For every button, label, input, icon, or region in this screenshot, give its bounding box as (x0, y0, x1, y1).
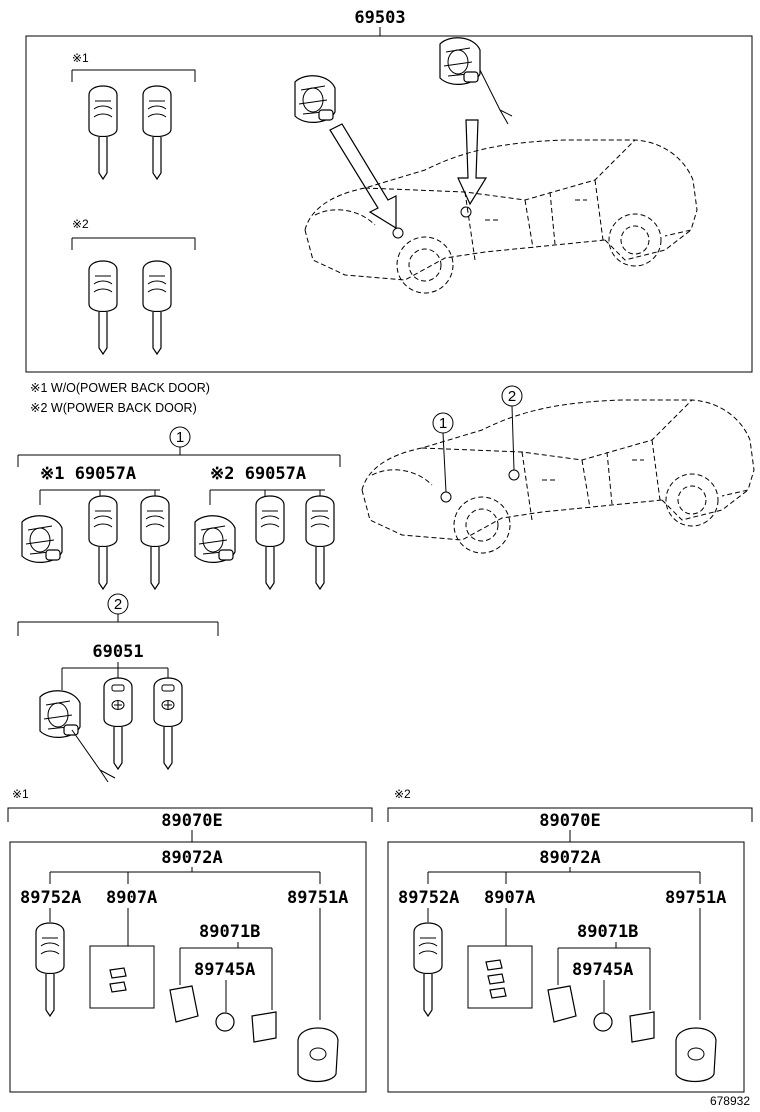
tx-right-battery-part (593, 1012, 613, 1032)
lock-set-3-cylinder (39, 690, 81, 739)
lock-set-1-key-2 (140, 495, 170, 590)
tx-right-group-mark: ※2 (394, 787, 411, 801)
lock-set-3-harness (71, 729, 116, 783)
tx-left-key-blank-part (35, 922, 65, 1017)
door-lock-cylinder (294, 75, 336, 124)
lock-set-2-label: ※2 69057A (210, 464, 306, 484)
arrow-to-door-lock (329, 123, 397, 230)
tx-left-group-mark: ※1 (12, 787, 29, 801)
tx-right-label-sheet-box (467, 945, 533, 1009)
tx-left-battery: 89745A (194, 960, 255, 980)
tx-right-case: 89071B (577, 922, 638, 942)
tx-right-key-head: 89751A (665, 888, 726, 908)
assembly-number: 69503 (354, 8, 405, 28)
tx-right-case-part (547, 985, 577, 1023)
group1-mark: ※1 (72, 51, 89, 65)
group2-mark: ※2 (72, 217, 89, 231)
vehicle-callout-2: 2 (508, 388, 516, 405)
tx-right-cover-part (629, 1011, 655, 1043)
ignition-lock-cylinder (439, 37, 481, 86)
note-w-o-power-back-door: ※1 W/O(POWER BACK DOOR) (30, 381, 210, 395)
key-w-o-power-back-door-2 (142, 85, 172, 180)
tx-right-sub-assembly: 89072A (539, 848, 600, 868)
tx-right-key-head-part (675, 1027, 717, 1083)
tx-left-sub-assembly: 89072A (161, 848, 222, 868)
vehicle-middle (361, 399, 755, 554)
tx-right-assembly: 89070E (539, 811, 600, 831)
lock-set-2-cylinder (194, 515, 236, 564)
tx-right-frame (387, 841, 745, 1093)
tx-right-label-sheet-part (485, 959, 507, 999)
lock-set-3-key-1 (103, 677, 133, 770)
tx-left-assembly: 89070E (161, 811, 222, 831)
key-w-power-back-door-2 (142, 260, 172, 355)
lock-set-1-key-1 (88, 495, 118, 590)
tx-left-label-sheet-part (109, 967, 127, 993)
note-w-power-back-door: ※2 W(POWER BACK DOOR) (30, 401, 197, 415)
top-assembly-frame (25, 35, 753, 373)
tx-left-label-sheet: 8907A (106, 888, 157, 908)
cylinder-harness (479, 69, 513, 125)
tx-left-cover-part (251, 1011, 277, 1043)
arrow-to-ignition (457, 119, 488, 206)
tx-left-key-head: 89751A (287, 888, 348, 908)
callout-2: 2 (114, 596, 122, 613)
lock-set-3-label: 69051 (92, 642, 143, 662)
lock-set-2-key-1 (255, 495, 285, 590)
tx-left-key-head-part (297, 1027, 339, 1083)
tx-left-label-sheet-box (89, 945, 155, 1009)
diagram-number: 678932 (710, 1094, 750, 1108)
lock-set-1-cylinder (21, 515, 63, 564)
tx-right-key-blank-part (413, 922, 443, 1017)
tx-left-key-blank: 89752A (20, 888, 81, 908)
tx-right-key-blank: 89752A (398, 888, 459, 908)
tx-right-battery: 89745A (572, 960, 633, 980)
key-w-o-power-back-door-1 (88, 85, 118, 180)
lock-set-3-key-2 (153, 677, 183, 770)
tx-left-case-part (169, 985, 199, 1023)
tx-left-case: 89071B (199, 922, 260, 942)
lock-set-1-label: ※1 69057A (40, 464, 136, 484)
tx-left-battery-part (215, 1012, 235, 1032)
lock-set-2-key-2 (305, 495, 335, 590)
tx-left-frame (9, 841, 367, 1093)
callout-1: 1 (176, 429, 184, 446)
key-w-power-back-door-1 (88, 260, 118, 355)
vehicle-callout-1: 1 (439, 415, 447, 432)
tx-right-label-sheet: 8907A (484, 888, 535, 908)
